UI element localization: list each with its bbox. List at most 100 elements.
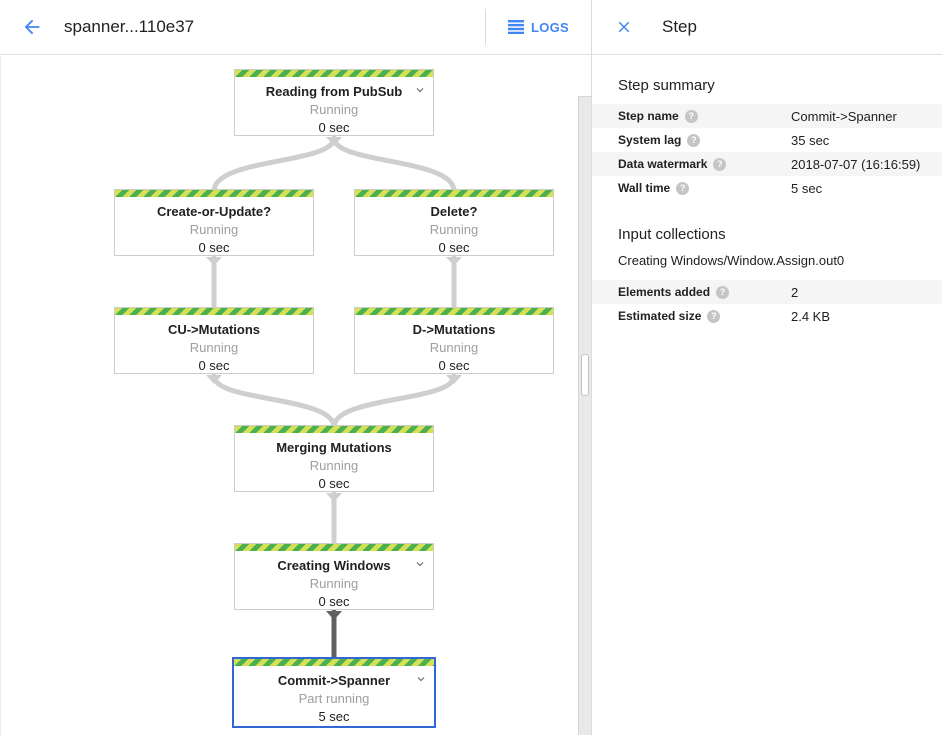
node-time: 0 sec xyxy=(198,240,230,255)
row-value: Commit->Spanner xyxy=(791,108,897,124)
node-status: Running xyxy=(309,576,359,591)
row-label-text: Step name xyxy=(618,109,679,123)
row-label-text: Estimated size xyxy=(618,309,702,323)
running-progress-stripe xyxy=(235,70,433,77)
detail-row: Elements added ? 2 xyxy=(592,280,942,304)
graph-scrollbar-track[interactable] xyxy=(578,96,591,735)
node-time: 0 sec xyxy=(198,358,230,373)
help-icon[interactable]: ? xyxy=(676,181,690,195)
panel-header: Step xyxy=(591,0,942,54)
node-status: Running xyxy=(309,102,359,117)
help-icon[interactable]: ? xyxy=(687,133,701,147)
spacer xyxy=(592,200,942,226)
graph-step-node[interactable]: Create-or-Update? Running 0 sec xyxy=(114,189,314,256)
node-time: 0 sec xyxy=(438,240,470,255)
step-summary-heading: Step summary xyxy=(618,77,715,94)
detail-row: Data watermark ? 2018-07-07 (16:16:59) xyxy=(592,152,942,176)
node-title: D->Mutations xyxy=(412,322,496,337)
help-icon[interactable]: ? xyxy=(713,157,727,171)
detail-row: Estimated size ? 2.4 KB xyxy=(592,304,942,328)
row-value: 35 sec xyxy=(791,132,830,148)
graph-step-node[interactable]: Reading from PubSub Running 0 sec xyxy=(234,69,434,136)
graph-step-node[interactable]: Delete? Running 0 sec xyxy=(354,189,554,256)
step-details-panel: Step summary Step name ? Commit->Spanner… xyxy=(592,56,942,735)
input-collections-heading: Input collections xyxy=(618,226,726,243)
detail-row: System lag ? 35 sec xyxy=(592,128,942,152)
node-title: Creating Windows xyxy=(277,558,391,573)
panel-content: Step summary Step name ? Commit->Spanner… xyxy=(592,56,942,328)
graph-step-node[interactable]: Merging Mutations Running 0 sec xyxy=(234,425,434,492)
node-title: Commit->Spanner xyxy=(277,673,391,688)
back-button[interactable] xyxy=(20,15,44,39)
graph-edges xyxy=(206,135,462,664)
running-progress-stripe xyxy=(115,190,313,197)
node-time: 0 sec xyxy=(438,358,470,373)
running-progress-stripe xyxy=(235,426,433,433)
node-title: CU->Mutations xyxy=(167,322,261,337)
graph-left-edge xyxy=(0,56,1,735)
row-value: 2.4 KB xyxy=(791,308,831,324)
help-icon[interactable]: ? xyxy=(684,109,698,123)
chevron-down-icon[interactable] xyxy=(413,83,427,97)
node-title: Merging Mutations xyxy=(276,440,392,455)
running-progress-stripe xyxy=(355,190,553,197)
panel-title: Step xyxy=(662,17,697,36)
logs-list-icon xyxy=(507,20,524,34)
row-label-text: Data watermark xyxy=(618,157,708,171)
running-progress-stripe xyxy=(235,544,433,551)
header-divider xyxy=(484,9,486,45)
logs-button[interactable]: LOGS xyxy=(486,0,591,54)
row-label: Wall time ? xyxy=(618,181,791,195)
step-summary-table: Step name ? Commit->Spanner System lag ?… xyxy=(592,104,942,200)
graph-step-node[interactable]: Creating Windows Running 0 sec xyxy=(234,543,434,610)
row-label: Estimated size ? xyxy=(618,309,791,323)
top-bar-left: spanner...110e37 LOGS xyxy=(0,0,591,54)
graph-step-node[interactable]: D->Mutations Running 0 sec xyxy=(354,307,554,374)
job-title: spanner...110e37 xyxy=(64,17,195,36)
top-bar: spanner...110e37 LOGS xyxy=(0,0,942,55)
arrow-back-icon xyxy=(24,19,40,35)
panel-divider xyxy=(591,0,592,735)
logs-label: LOGS xyxy=(530,19,569,35)
running-progress-stripe xyxy=(234,659,434,666)
help-icon[interactable]: ? xyxy=(716,285,730,299)
node-status: Running xyxy=(429,222,479,237)
node-status: Running xyxy=(429,340,479,355)
node-title: Reading from PubSub xyxy=(265,84,403,99)
graph-step-node[interactable]: Commit->Spanner Part running 5 sec xyxy=(232,657,436,728)
row-label: Step name ? xyxy=(618,109,791,123)
chevron-down-icon[interactable] xyxy=(413,557,427,571)
row-label: Data watermark ? xyxy=(618,157,791,171)
row-label: System lag ? xyxy=(618,133,791,147)
help-icon[interactable]: ? xyxy=(707,309,721,323)
job-graph-canvas[interactable]: Reading from PubSub Running 0 sec Create… xyxy=(0,56,591,735)
row-value: 2018-07-07 (16:16:59) xyxy=(791,156,921,172)
node-title: Create-or-Update? xyxy=(156,204,272,219)
chevron-down-icon[interactable] xyxy=(414,672,428,686)
running-progress-stripe xyxy=(355,308,553,315)
input-collections-table: Elements added ? 2 Estimated size ? 2.4 … xyxy=(592,280,942,328)
row-label-text: Elements added xyxy=(618,285,711,299)
node-title: Delete? xyxy=(430,204,478,219)
running-progress-stripe xyxy=(115,308,313,315)
node-time: 0 sec xyxy=(318,476,350,491)
row-value: 5 sec xyxy=(791,180,823,196)
row-value: 2 xyxy=(791,284,799,300)
collection-name: Creating Windows/Window.Assign.out0 xyxy=(618,253,845,268)
graph-scrollbar-thumb[interactable] xyxy=(581,354,589,396)
graph-step-node[interactable]: CU->Mutations Running 0 sec xyxy=(114,307,314,374)
node-status: Running xyxy=(189,340,239,355)
row-label-text: System lag xyxy=(618,133,682,147)
node-time: 5 sec xyxy=(318,709,350,724)
row-label: Elements added ? xyxy=(618,285,791,299)
node-status: Running xyxy=(309,458,359,473)
node-time: 0 sec xyxy=(318,120,350,135)
close-panel-button[interactable] xyxy=(612,15,636,39)
node-status: Part running xyxy=(298,691,370,706)
detail-row: Wall time ? 5 sec xyxy=(592,176,942,200)
close-icon xyxy=(618,21,630,33)
detail-row: Step name ? Commit->Spanner xyxy=(592,104,942,128)
node-time: 0 sec xyxy=(318,594,350,609)
node-status: Running xyxy=(189,222,239,237)
